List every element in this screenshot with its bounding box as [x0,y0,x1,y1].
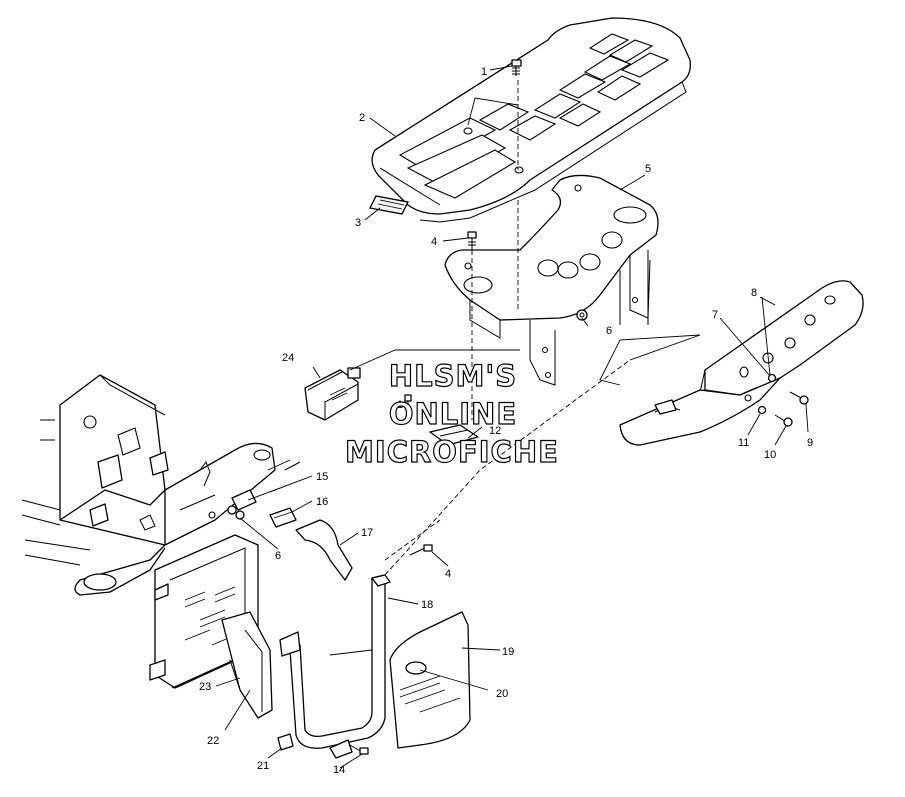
callout-2: 2 [359,112,365,124]
cable-parts [227,461,301,528]
callout-16: 16 [316,496,328,508]
nut-lower [277,733,294,751]
mud-flap [389,611,471,749]
bumper-hardware [744,373,809,427]
callout-6: 6 [606,325,612,337]
callout-15: 15 [316,471,328,483]
light-bracket [404,394,479,446]
callout-22: 22 [207,735,219,747]
bolt-upper [467,231,477,250]
callout-18: 18 [421,599,433,611]
tail-light [304,367,361,421]
callout-14: 14 [333,764,345,776]
callout-21: 21 [257,760,269,772]
callout-1: 1 [481,66,487,78]
rack-support-bracket [444,174,659,386]
callout-leaders [215,65,809,769]
callout-10: 10 [764,449,776,461]
u-bracket [279,574,391,759]
callout-20: 20 [496,688,508,700]
rear-bumper [619,280,864,446]
callout-6-lower: 6 [275,550,281,562]
watermark-line-3: MICROFICHE [345,435,559,469]
bolt-top [511,59,522,76]
bolt-lower-4 [409,544,433,556]
nut-lower-6 [235,510,245,520]
callout-17: 17 [361,527,373,539]
callout-4-lower: 4 [445,568,451,580]
callout-11: 11 [738,437,749,449]
callout-13: 13 [397,399,409,411]
vehicle-frame [21,374,276,596]
alignment-lines [267,80,701,576]
curved-bracket [295,519,353,581]
rear-rack-plate [371,17,691,223]
watermark-line-2: ONLINE [389,397,517,431]
watermark: HLSM'S ONLINE MICROFICHE [344,358,559,469]
callout-23: 23 [199,681,211,693]
nut-upper [576,309,588,321]
callout-9: 9 [807,437,813,449]
callout-numbers: 1 2 3 4 5 6 7 8 9 10 11 12 13 14 15 16 1… [199,66,813,776]
callout-24: 24 [282,352,294,364]
callout-3: 3 [355,217,361,229]
callout-12: 12 [489,425,501,437]
callout-8: 8 [751,287,757,299]
reflector [369,195,409,215]
callout-5: 5 [645,163,651,175]
hanger-bracket [221,611,273,719]
callout-7: 7 [712,309,718,321]
watermark-line-1: HLSM'S [389,359,517,393]
callout-4: 4 [431,236,437,248]
bolt-lower [349,744,369,755]
callout-19: 19 [502,646,514,658]
